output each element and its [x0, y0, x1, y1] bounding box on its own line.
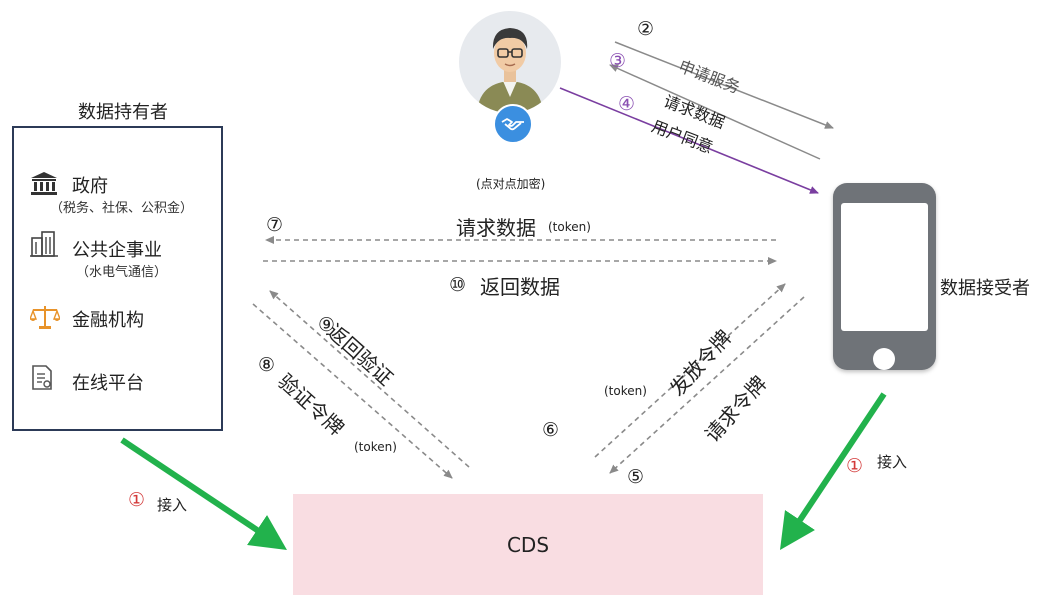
p2p-encryption-note: (点对点加密) [476, 177, 546, 191]
step8-token: (token) [354, 440, 397, 454]
cds-label: CDS [506, 532, 550, 557]
step9-number: ⑨ [318, 314, 336, 336]
step6-token: (token) [604, 384, 647, 398]
arrow-verify-token [252, 303, 453, 479]
step3-number: ③ [609, 50, 627, 72]
handshake-icon [493, 104, 533, 144]
user-avatar-icon [459, 11, 561, 113]
section-label-financial: 金融机构 [72, 310, 144, 331]
step7-token: (token) [548, 220, 591, 234]
government-building-icon [31, 172, 57, 195]
step1-left-label: 接入 [157, 496, 188, 514]
step7-number: ⑦ [266, 214, 284, 236]
data-holder-box: 政府 （税务、社保、公积金） 公共企事业 （水电气通信） 金融机构 在线平台 [12, 126, 223, 431]
step10-number: ⑩ [449, 274, 467, 296]
step6-number: ⑥ [542, 419, 560, 441]
arrow-request-token [609, 296, 805, 474]
arrow-apply-service [614, 41, 834, 129]
section-sub-government: （税务、社保、公积金） [50, 201, 194, 216]
access-arrow-holder [120, 437, 287, 550]
step1-right-label: 接入 [877, 453, 908, 471]
section-label-public-enterprise: 公共企事业 [72, 240, 162, 261]
step4-number: ④ [618, 93, 636, 115]
data-holder-title: 数据持有者 [78, 102, 168, 123]
access-arrow-receiver [780, 392, 887, 550]
arrow-issue-token [594, 283, 786, 458]
step8-number: ⑧ [258, 354, 276, 376]
step5-number: ⑤ [627, 466, 645, 488]
arrow-user-consent [559, 87, 819, 194]
step2-number: ② [637, 18, 655, 40]
data-receiver-phone [833, 183, 936, 370]
step1-left-number: ① [128, 489, 146, 511]
section-sub-public-enterprise: （水电气通信） [76, 265, 168, 280]
cds-box: CDS [293, 494, 763, 595]
step10-label: 返回数据 [480, 275, 560, 299]
document-icon [32, 365, 52, 390]
section-label-government: 政府 [72, 176, 108, 197]
phone-screen [841, 203, 928, 331]
balance-scale-icon [30, 306, 60, 329]
phone-home-button [873, 348, 895, 370]
step7-label: 请求数据 [456, 216, 536, 240]
section-label-online-platform: 在线平台 [72, 373, 144, 394]
office-buildings-icon [30, 231, 58, 257]
step1-right-number: ① [846, 455, 864, 477]
arrow-request-data-user [609, 64, 821, 160]
data-receiver-title: 数据接受者 [940, 278, 1030, 299]
